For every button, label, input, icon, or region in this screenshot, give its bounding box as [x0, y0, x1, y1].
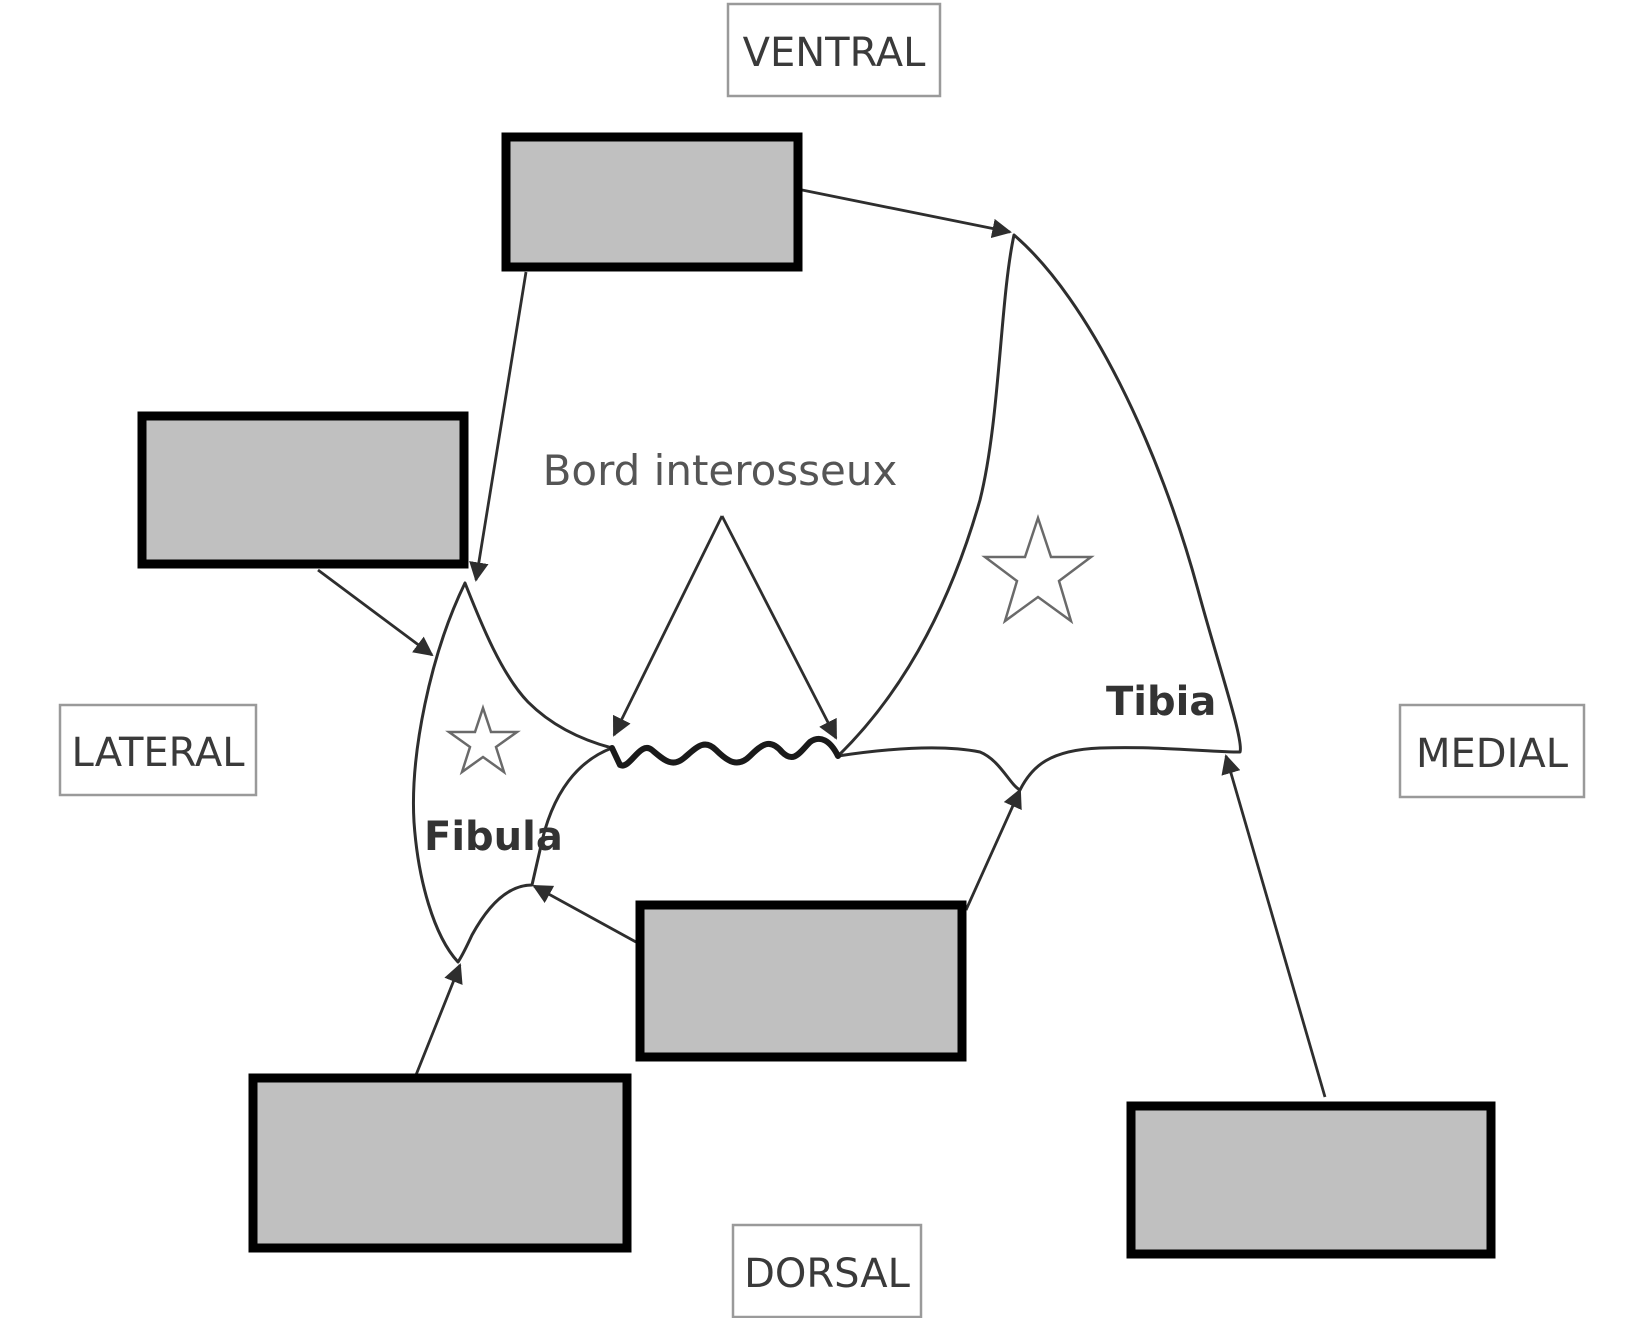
- tibia-outline: [836, 233, 1242, 792]
- direction-label-dorsal: DORSAL: [731, 1223, 923, 1318]
- fibula-star-icon: [445, 704, 521, 776]
- interosseous-border-label: Bord interosseux: [543, 446, 898, 495]
- svg-text:DORSAL: DORSAL: [744, 1251, 911, 1297]
- direction-label-medial: MEDIAL: [1398, 703, 1586, 799]
- answer-box-top[interactable]: [501, 132, 803, 272]
- pointer-bottom-center-box-to-tibia: [964, 788, 1022, 911]
- fibula-label: Fibula: [424, 814, 563, 860]
- fibula-outline: [412, 581, 614, 964]
- pointer-top-box-to-fibula-crest: [469, 271, 528, 582]
- svg-text:LATERAL: LATERAL: [72, 730, 246, 776]
- pointer-bottom-center-box-to-fibula: [532, 884, 637, 944]
- pointer-bottom-right-box-to-tibia-medial: [1221, 754, 1327, 1098]
- tibia-label: Tibia: [1106, 679, 1216, 725]
- answer-box-left[interactable]: [137, 411, 469, 569]
- svg-text:MEDIAL: MEDIAL: [1416, 731, 1569, 777]
- pointer-top-box-to-tibia-crest: [801, 188, 1012, 239]
- pointer-bottom-left-box-to-fibula-dorsal: [414, 963, 463, 1076]
- interosseous-pointer-fibula: [612, 515, 724, 737]
- pointer-left-box-to-fibula-lateral: [317, 568, 434, 657]
- answer-box-bottom-left[interactable]: [248, 1073, 632, 1253]
- answer-box-bottom-right[interactable]: [1126, 1101, 1496, 1259]
- svg-text:VENTRAL: VENTRAL: [743, 30, 927, 76]
- direction-label-ventral: VENTRAL: [726, 2, 942, 98]
- answer-box-bottom-center[interactable]: [635, 900, 967, 1062]
- tibia-star-icon: [981, 514, 1095, 625]
- direction-label-lateral: LATERAL: [58, 703, 258, 797]
- interosseous-pointer-tibia: [720, 515, 838, 740]
- interosseous-membrane: [609, 735, 841, 769]
